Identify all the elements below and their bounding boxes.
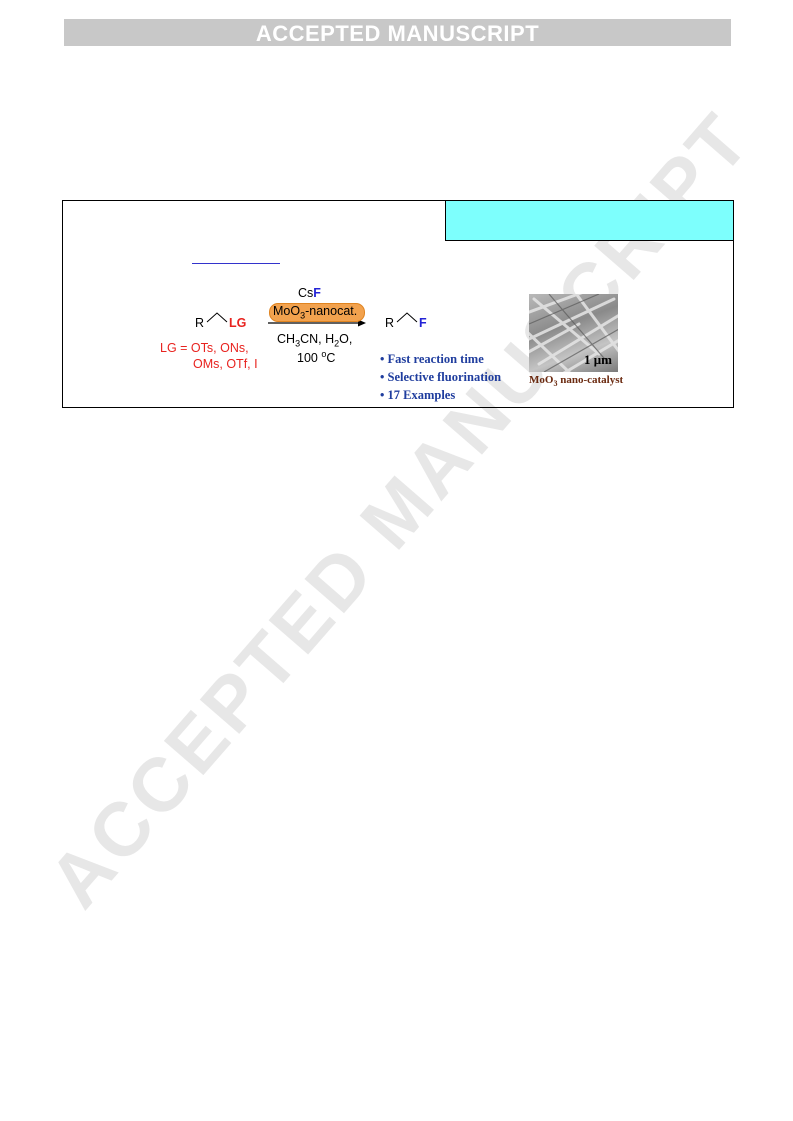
graphical-abstract-title-box <box>445 200 734 241</box>
lg-definition-line2: OMs, OTf, I <box>193 357 258 371</box>
catalyst-label: MoO3-nanocat. <box>273 304 358 321</box>
lg-definition-line1: LG = OTs, ONs, <box>160 341 249 355</box>
highlight-item: • 17 Examples <box>380 388 456 402</box>
accepted-manuscript-banner: ACCEPTED MANUSCRIPT <box>64 19 731 46</box>
scale-bar-label: 1 μm <box>584 352 612 367</box>
nanofiber-texture <box>529 294 618 372</box>
sem-caption: MoO3 nano-catalyst <box>529 374 624 389</box>
conditions-temperature: 100 oC <box>297 349 336 366</box>
conditions-solvent: CH3CN, H2O, <box>277 332 353 349</box>
sem-micrograph: 1 μm <box>529 294 618 372</box>
highlight-item: • Fast reaction time <box>380 352 484 366</box>
product-bond <box>396 312 418 323</box>
reactant-r-label: R <box>195 316 205 330</box>
catalyst-highlight <box>269 303 365 322</box>
link-underline[interactable] <box>192 263 280 264</box>
reactant-bond <box>206 312 228 323</box>
reactant-leaving-group: LG <box>229 316 247 330</box>
product-r-label: R <box>385 316 395 330</box>
reaction-arrowhead <box>358 319 366 327</box>
graphical-abstract-frame <box>62 200 734 408</box>
highlight-item: • Selective fluorination <box>380 370 502 384</box>
product-fluorine: F <box>419 316 427 330</box>
reagent-csf: CsF <box>298 286 321 300</box>
